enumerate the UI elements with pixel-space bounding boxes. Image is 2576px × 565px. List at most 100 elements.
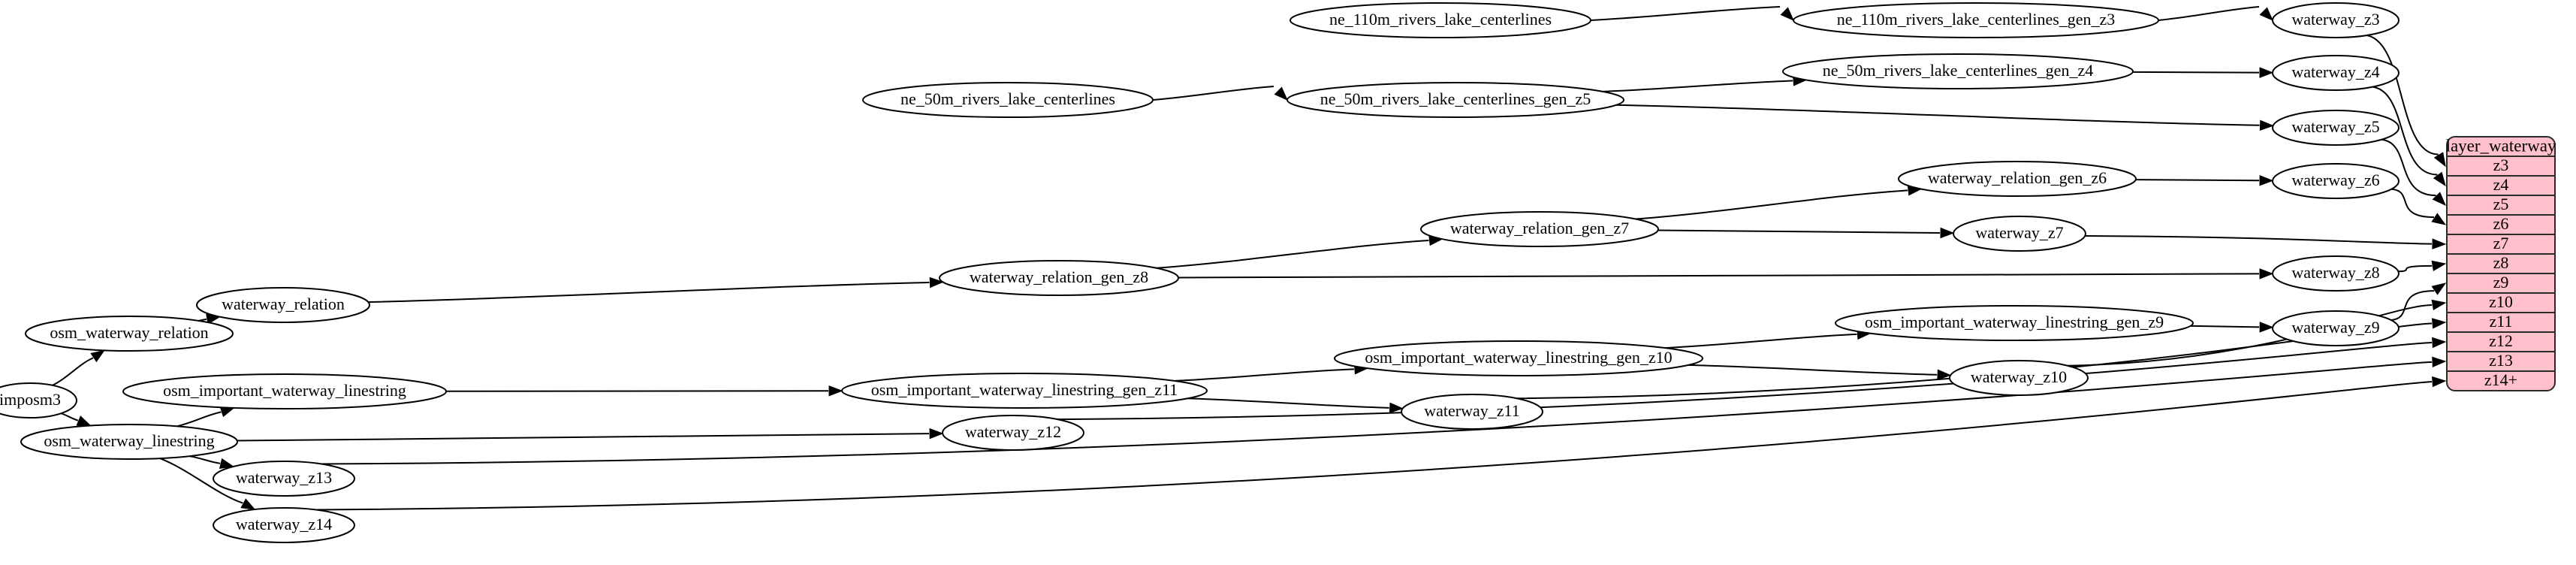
node-ellipse [2272, 255, 2400, 292]
legend-row-z14+[interactable]: z14+ [2484, 370, 2517, 389]
node-label: waterway_relation_gen_z7 [1450, 219, 1629, 237]
edge-arrowhead [2432, 376, 2447, 388]
edge-arrowhead [2432, 337, 2447, 349]
node-waterway_relation_gen_z8[interactable]: waterway_relation_gen_z8 [939, 260, 1179, 296]
node-waterway_z10[interactable]: waterway_z10 [1949, 360, 2089, 396]
node-osm_important_waterway_linestring[interactable]: osm_important_waterway_linestring [122, 373, 447, 409]
node-ellipse [1898, 161, 2137, 197]
edge-imposm3-to-osm_waterway_linestring [60, 412, 79, 421]
node-ne_50m_rivers_lake_centerlines_gen_z4[interactable]: ne_50m_rivers_lake_centerlines_gen_z4 [1782, 53, 2134, 89]
node-label: ne_110m_rivers_lake_centerlines_gen_z3 [1837, 10, 2116, 29]
legend-row-z9[interactable]: z9 [2493, 273, 2509, 292]
node-ellipse [2272, 310, 2400, 346]
node-ellipse [2272, 163, 2400, 199]
node-ne_50m_rivers_lake_centerlines[interactable]: ne_50m_rivers_lake_centerlines [862, 82, 1154, 118]
node-label: osm_important_waterway_linestring [163, 381, 406, 400]
edge-waterway_z14-to-layer_waterway-z14+ [315, 381, 2433, 511]
edge-arrowhead [2259, 119, 2274, 131]
legend-row-z11[interactable]: z11 [2490, 312, 2513, 331]
legend-row-z5[interactable]: z5 [2493, 195, 2509, 213]
edge-ne_110m_rivers_lake_centerlines_gen_z3-to-waterway_z3 [2158, 6, 2260, 21]
node-ellipse [1953, 216, 2086, 252]
edge-waterway_z3-to-layer_waterway-z3 [2366, 35, 2439, 156]
edge-arrowhead [2431, 282, 2447, 295]
node-ne_50m_rivers_lake_centerlines_gen_z5[interactable]: ne_50m_rivers_lake_centerlines_gen_z5 [1286, 82, 1624, 118]
node-label: waterway_z5 [2291, 117, 2379, 136]
edge-arrowhead [90, 349, 106, 363]
edge-osm_important_waterway_linestring_gen_z10-to-osm_important_waterway_linestring_gen_z9 [1665, 333, 1857, 349]
node-ellipse [1782, 53, 2134, 89]
node-osm_waterway_relation[interactable]: osm_waterway_relation [25, 316, 234, 352]
node-waterway_relation[interactable]: waterway_relation [196, 287, 370, 323]
node-label: waterway_relation [222, 295, 345, 313]
node-label: ne_110m_rivers_lake_centerlines [1329, 10, 1552, 29]
node-label: waterway_z7 [1975, 223, 2063, 242]
edge-waterway_z13-to-layer_waterway-z13 [321, 361, 2433, 465]
node-waterway_z14[interactable]: waterway_z14 [213, 507, 355, 543]
node-ellipse [942, 415, 1084, 451]
node-label: waterway_relation_gen_z8 [970, 267, 1148, 286]
node-waterway_z13[interactable]: waterway_z13 [213, 461, 355, 497]
node-ellipse [1793, 2, 2159, 38]
node-waterway_z4[interactable]: waterway_z4 [2272, 55, 2400, 91]
edge-arrowhead [2259, 268, 2274, 279]
node-waterway_z6[interactable]: waterway_z6 [2272, 163, 2400, 199]
node-imposm3[interactable]: imposm3 [0, 382, 77, 418]
node-ellipse [1949, 360, 2089, 396]
edge-arrowhead [2259, 7, 2273, 21]
node-ellipse [862, 82, 1154, 118]
node-label: imposm3 [0, 390, 61, 409]
edge-ne_110m_rivers_lake_centerlines-to-ne_110m_rivers_lake_centerlines_gen_z3 [1590, 6, 1781, 21]
node-osm_important_waterway_linestring_gen_z11[interactable]: osm_important_waterway_linestring_gen_z1… [841, 373, 1208, 409]
node-waterway_z9[interactable]: waterway_z9 [2272, 310, 2400, 346]
node-ne_110m_rivers_lake_centerlines[interactable]: ne_110m_rivers_lake_centerlines [1290, 2, 1591, 38]
node-waterway_z8[interactable]: waterway_z8 [2272, 255, 2400, 292]
legend-row-z7[interactable]: z7 [2493, 234, 2509, 252]
legend-row-z8[interactable]: z8 [2493, 253, 2509, 272]
edge-waterway_z6-to-layer_waterway-z6 [2391, 188, 2434, 219]
node-ellipse [2272, 110, 2400, 146]
node-waterway_z7[interactable]: waterway_z7 [1953, 216, 2086, 252]
edge-osm_important_waterway_linestring_gen_z11-to-waterway_z11 [1187, 397, 1389, 409]
node-waterway_relation_gen_z7[interactable]: waterway_relation_gen_z7 [1420, 211, 1659, 247]
edge-arrowhead [929, 276, 944, 289]
edge-arrowhead [2259, 67, 2274, 78]
node-waterway_z11[interactable]: waterway_z11 [1401, 394, 1543, 430]
edge-osm_waterway_linestring-to-osm_important_waterway_linestring [176, 411, 222, 428]
node-ellipse [1401, 394, 1543, 430]
node-label: ne_50m_rivers_lake_centerlines_gen_z5 [1320, 89, 1591, 108]
edge-waterway_z9-to-layer_waterway-z9 [2390, 290, 2435, 321]
edge-ne_50m_rivers_lake_centerlines_gen_z4-to-waterway_z4 [2132, 71, 2260, 74]
node-waterway_z5[interactable]: waterway_z5 [2272, 110, 2400, 146]
legend-row-z12[interactable]: z12 [2489, 331, 2513, 350]
node-label: waterway_z11 [1424, 401, 1519, 420]
node-osm_important_waterway_linestring_gen_z9[interactable]: osm_important_waterway_linestring_gen_z9 [1835, 305, 2194, 341]
legend-row-z13[interactable]: z13 [2489, 351, 2513, 370]
node-osm_waterway_linestring[interactable]: osm_waterway_linestring [20, 424, 238, 460]
legend-row-z6[interactable]: z6 [2493, 214, 2509, 233]
node-label: osm_important_waterway_linestring_gen_z1… [1365, 348, 1672, 367]
node-ellipse [122, 373, 447, 409]
edge-waterway_z4-to-layer_waterway-z4 [2372, 86, 2438, 176]
node-ellipse [2272, 55, 2400, 91]
node-ellipse [1290, 2, 1591, 38]
node-osm_important_waterway_linestring_gen_z10[interactable]: osm_important_waterway_linestring_gen_z1… [1334, 340, 1703, 376]
edge-waterway_z8-to-layer_waterway-z8 [2398, 264, 2433, 273]
node-ellipse [2272, 2, 2400, 38]
legend-row-z4[interactable]: z4 [2493, 175, 2509, 194]
legend-row-z10[interactable]: z10 [2489, 292, 2513, 311]
edge-osm_waterway_linestring-to-waterway_z14 [159, 458, 243, 504]
edge-arrowhead [2432, 238, 2447, 249]
node-waterway_z3[interactable]: waterway_z3 [2272, 2, 2400, 38]
edge-arrowhead [2259, 322, 2274, 333]
edge-waterway_relation_gen_z7-to-waterway_z7 [1658, 229, 1941, 234]
node-ne_110m_rivers_lake_centerlines_gen_z3[interactable]: ne_110m_rivers_lake_centerlines_gen_z3 [1793, 2, 2159, 38]
edge-arrowhead [2431, 213, 2447, 225]
legend-row-z3[interactable]: z3 [2493, 156, 2509, 174]
edge-arrowhead [2432, 192, 2446, 207]
edge-waterway_relation_gen_z8-to-waterway_z8 [1178, 273, 2260, 279]
node-waterway_relation_gen_z6[interactable]: waterway_relation_gen_z6 [1898, 161, 2137, 197]
node-waterway_z12[interactable]: waterway_z12 [942, 415, 1084, 451]
node-ellipse [196, 287, 370, 323]
